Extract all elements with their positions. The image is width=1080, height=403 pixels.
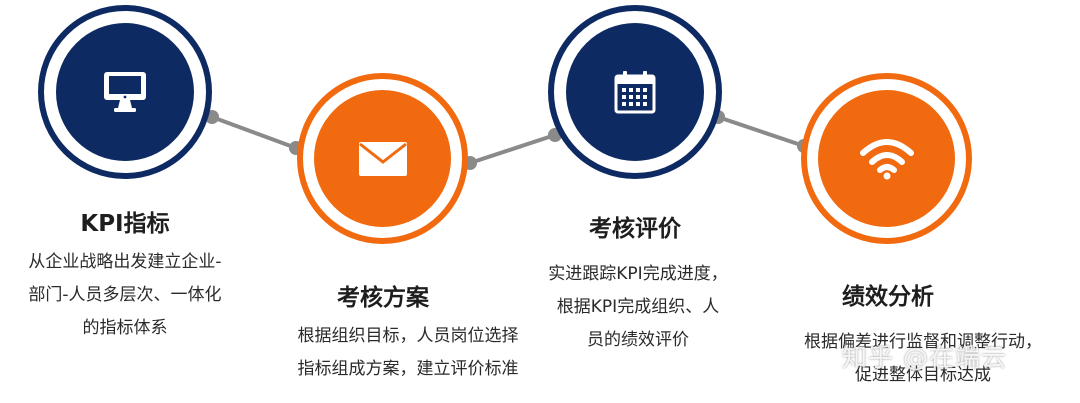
step-3-title: 考核评价 [589,216,681,242]
step-3-description: 实进跟踪KPI完成进度， 根据KPI完成组织、人 员的绩效评价 [508,258,768,357]
monitor-icon [104,72,146,112]
step-3-circle [548,5,722,179]
connector-2-3 [469,133,556,165]
step-1-description: 从企业战略出发建立企业- 部门-人员多层次、一体化 的指标体系 [0,246,265,345]
watermark: 知乎 @在端云 [842,343,1007,372]
step-3-desc-line: 员的绩效评价 [587,330,689,350]
step-1-desc-line: 部门-人员多层次、一体化 [28,285,222,305]
connector-3-4 [717,115,805,148]
step-4-desc-line: 促进整体目标达成 [855,365,991,385]
step-2-description: 根据组织目标，人员岗位选择 指标组成方案，建立评价标准 [263,320,553,386]
step-4-description: 根据偏差进行监督和调整行动， 促进整体目标达成 [778,326,1068,392]
envelope-icon [358,141,407,176]
step-2-circle [297,73,468,244]
step-3-desc-line: 实进跟踪KPI完成进度， [548,264,728,284]
step-1-circle [38,5,212,179]
step-3-desc-line: 根据KPI完成组织、人 [556,297,720,317]
step-2-title: 考核方案 [337,285,429,311]
step-4-desc-line: 根据偏差进行监督和调整行动， [804,332,1042,352]
step-2-desc-line: 指标组成方案，建立评价标准 [297,359,519,379]
wifi-icon [859,138,914,179]
step-4-title: 绩效分析 [842,284,934,310]
calendar-icon [614,71,656,114]
step-1-title: KPI指标 [80,211,170,237]
step-1-desc-line: 从企业战略出发建立企业- [28,252,222,272]
connector-1-2 [211,115,297,150]
step-2-desc-line: 根据组织目标，人员岗位选择 [297,326,519,346]
step-4-circle [801,73,972,244]
step-1-desc-line: 的指标体系 [82,318,168,338]
